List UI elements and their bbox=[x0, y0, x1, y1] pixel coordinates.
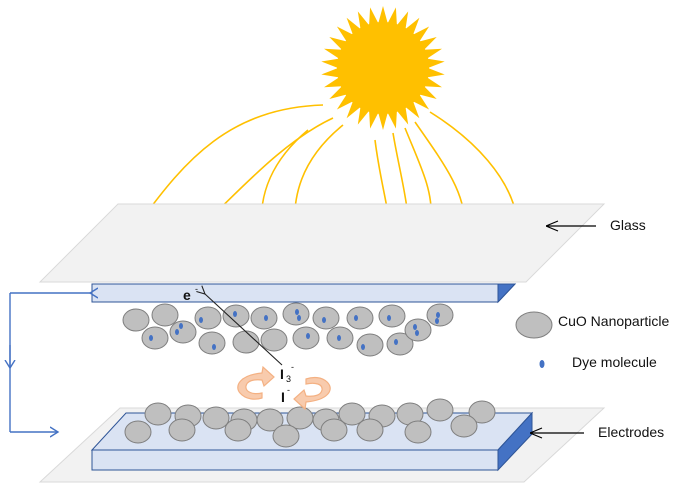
cuo-nanoparticle bbox=[141, 326, 169, 350]
glass-label: Glass bbox=[610, 217, 646, 233]
electron-transfer-arrow bbox=[205, 294, 283, 366]
dye-molecule bbox=[295, 309, 299, 315]
cuo-nanoparticle bbox=[356, 333, 384, 357]
redox-cycle-arrows-icon bbox=[237, 365, 331, 411]
cuo-nanoparticle bbox=[356, 418, 384, 442]
dye-molecule bbox=[322, 317, 326, 323]
cuo-nanoparticle bbox=[426, 398, 454, 422]
dye-molecule bbox=[149, 335, 153, 341]
dye-molecule bbox=[175, 329, 179, 335]
dye-molecule bbox=[387, 315, 391, 321]
triiodide-label: I bbox=[280, 366, 284, 382]
glass-plate bbox=[38, 203, 606, 283]
cuo-nanoparticle bbox=[312, 306, 340, 330]
cuo-nanoparticle bbox=[198, 331, 226, 355]
cuo-nanoparticle bbox=[256, 408, 284, 432]
dye-molecule bbox=[361, 344, 365, 350]
cuo-nanoparticle bbox=[202, 406, 230, 430]
cuo-nanoparticle bbox=[292, 326, 320, 350]
dye-molecule bbox=[436, 312, 440, 318]
dye-molecule bbox=[297, 315, 301, 321]
dye-molecule bbox=[264, 315, 268, 321]
dye-molecule bbox=[212, 344, 216, 350]
electron-label: e bbox=[183, 287, 191, 303]
cuo-nanoparticle bbox=[468, 400, 496, 424]
top-electrode bbox=[91, 283, 517, 304]
electron-charge: - bbox=[195, 284, 198, 294]
dye-molecule bbox=[435, 318, 439, 324]
triiodide-charge: - bbox=[291, 362, 294, 372]
sensitized-particle-layer bbox=[122, 302, 454, 357]
cuo-nanoparticle bbox=[122, 308, 150, 332]
cuo-nanoparticle bbox=[124, 420, 152, 444]
cuo-nanoparticle bbox=[404, 318, 432, 342]
cuo-nanoparticle bbox=[320, 418, 348, 442]
dye-molecule bbox=[306, 333, 310, 339]
cuo-nanoparticle bbox=[404, 420, 432, 444]
sun-icon bbox=[321, 6, 445, 130]
dye-legend-icon bbox=[539, 360, 545, 368]
cuo-nanoparticle bbox=[378, 304, 406, 328]
dye-molecule bbox=[354, 315, 358, 321]
cuo-nanoparticle bbox=[272, 424, 300, 448]
iodide-label: I bbox=[281, 389, 285, 405]
cuo-nanoparticle bbox=[168, 418, 196, 442]
cuo-nanoparticle bbox=[450, 414, 478, 438]
dye-molecule bbox=[413, 324, 417, 330]
dye-molecule bbox=[394, 339, 398, 345]
dye-molecule bbox=[179, 323, 183, 329]
dye-legend-label: Dye molecule bbox=[572, 354, 657, 370]
cuo-nanoparticle bbox=[260, 328, 288, 352]
cuo-nanoparticle bbox=[144, 402, 172, 426]
counter-electrode-particle-layer bbox=[124, 398, 496, 448]
nanoparticle-legend-label: CuO Nanoparticle bbox=[558, 313, 669, 329]
dye-molecule bbox=[199, 317, 203, 323]
cuo-nanoparticle bbox=[169, 320, 197, 344]
nanoparticle-legend-icon bbox=[515, 311, 553, 339]
cuo-nanoparticle bbox=[386, 332, 414, 356]
iodide-charge: - bbox=[287, 385, 290, 395]
cuo-nanoparticle bbox=[338, 402, 366, 426]
cuo-nanoparticle bbox=[346, 306, 374, 330]
cuo-nanoparticle bbox=[232, 330, 260, 354]
light-ray bbox=[140, 104, 324, 222]
triiodide-subscript: 3 bbox=[286, 374, 291, 384]
electrodes-label: Electrodes bbox=[598, 424, 664, 440]
dye-molecule bbox=[233, 311, 237, 317]
cuo-nanoparticle bbox=[194, 306, 222, 330]
dye-molecule bbox=[337, 335, 341, 341]
cuo-nanoparticle bbox=[224, 418, 252, 442]
external-circuit bbox=[10, 293, 90, 432]
cuo-nanoparticle bbox=[151, 303, 179, 327]
dye-molecule bbox=[415, 330, 419, 336]
